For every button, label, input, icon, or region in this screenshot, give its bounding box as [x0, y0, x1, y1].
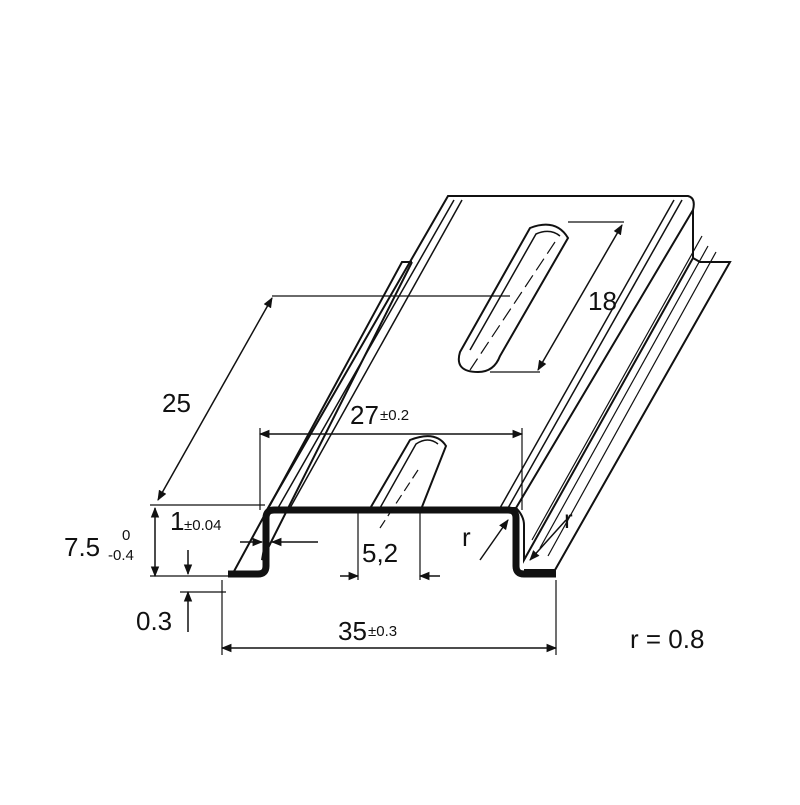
label-radius-right: r [564, 504, 573, 534]
label-flange: 1 [170, 506, 184, 536]
label-slot-length: 18 [588, 286, 617, 316]
label-thickness: 0.3 [136, 606, 172, 636]
label-radius-note: r = 0.8 [630, 624, 704, 654]
label-slot-width: 5,2 [362, 538, 398, 568]
dimension-labels: 25 18 27 ±0.2 5,2 1 ±0.04 7.5 0 -0.4 0.3… [64, 286, 704, 654]
label-height-tol-lower: -0.4 [108, 547, 134, 564]
label-inner-width: 27 [350, 400, 379, 430]
rail-body [228, 195, 732, 576]
label-outer-width-tol: ±0.3 [368, 623, 397, 640]
dimension-lines [150, 221, 624, 655]
label-radius-left: r [462, 522, 471, 552]
label-length: 25 [162, 388, 191, 418]
label-height-tol-upper: 0 [122, 527, 130, 544]
label-flange-tol: ±0.04 [184, 517, 221, 534]
rail-profile [228, 506, 556, 578]
label-inner-width-tol: ±0.2 [380, 407, 409, 424]
label-outer-width: 35 [338, 616, 367, 646]
label-height: 7.5 [64, 532, 100, 562]
